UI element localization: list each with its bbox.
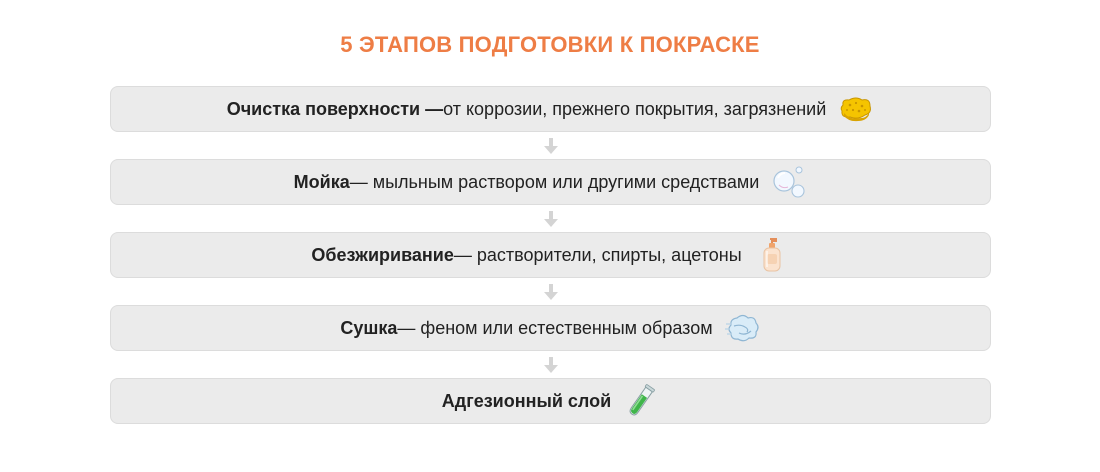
step-description: от коррозии, прежнего покрытия, загрязне… xyxy=(443,98,827,119)
step-name: Сушка xyxy=(340,317,398,338)
step-washing: Мойка — мыльным раствором или другими ср… xyxy=(110,159,991,205)
lotion-bottle-icon xyxy=(754,237,790,273)
step-name: Мойка xyxy=(293,171,350,192)
wind-puff-icon xyxy=(724,310,761,346)
step-description: — феном или естественным образом xyxy=(397,317,713,338)
down-arrow-icon xyxy=(110,351,991,378)
step-description: — растворители, спирты, ацетоны xyxy=(453,244,742,265)
sponge-icon xyxy=(838,91,874,127)
down-arrow-icon xyxy=(110,278,991,305)
step-surface-cleaning: Очистка поверхности — от коррозии, прежн… xyxy=(110,86,991,132)
step-name: Очистка поверхности — xyxy=(226,98,444,119)
soap-bubbles-icon xyxy=(771,164,807,200)
step-description: — мыльным раствором или другими средства… xyxy=(349,171,760,192)
step-drying: Сушка — феном или естественным образом xyxy=(110,305,991,351)
down-arrow-icon xyxy=(110,132,991,159)
steps-flow: Очистка поверхности — от коррозии, прежн… xyxy=(110,86,991,424)
step-degreasing: Обезжиривание — растворители, спирты, ац… xyxy=(110,232,991,278)
step-name: Обезжиривание xyxy=(311,244,454,265)
step-adhesion-layer: Адгезионный слой xyxy=(110,378,991,424)
test-tube-icon xyxy=(623,383,659,419)
down-arrow-icon xyxy=(110,205,991,232)
step-name: Адгезионный слой xyxy=(441,390,612,411)
page-title: 5 ЭТАПОВ ПОДГОТОВКИ К ПОКРАСКЕ xyxy=(340,32,760,57)
